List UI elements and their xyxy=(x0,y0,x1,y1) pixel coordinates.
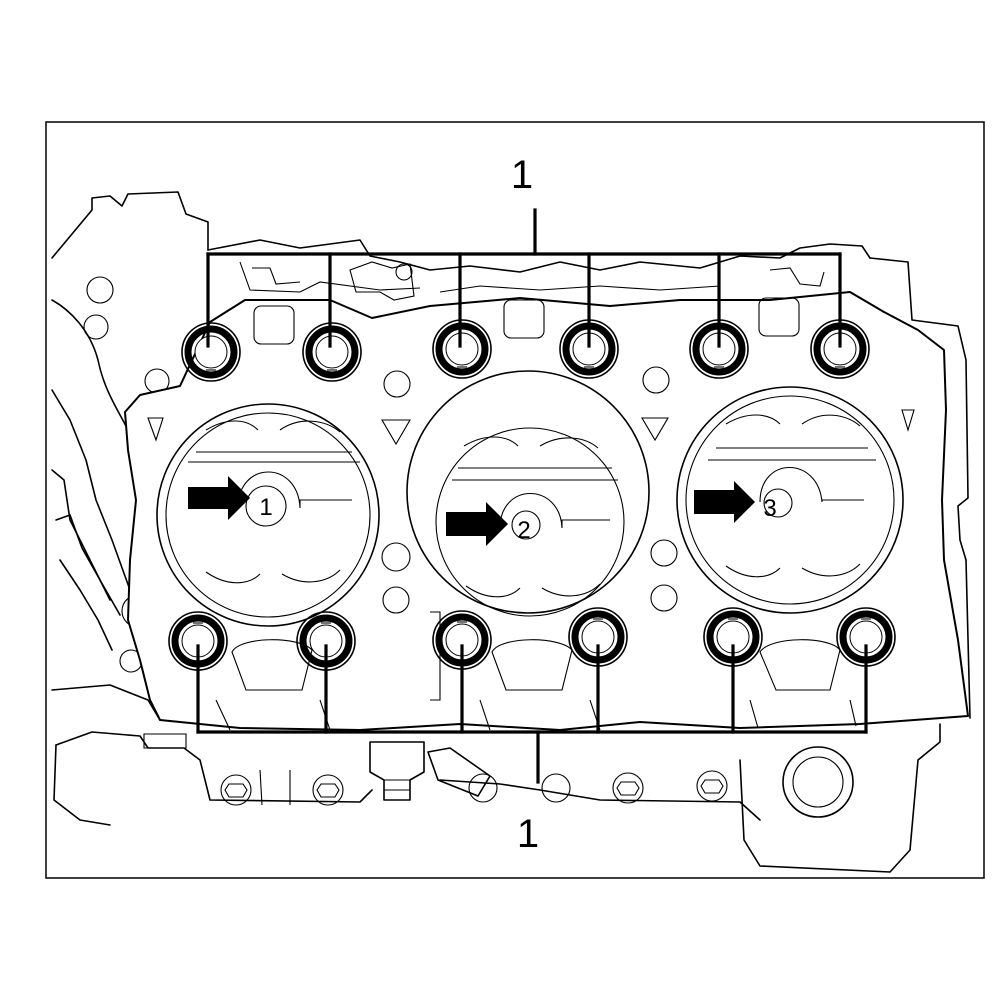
cylinder-1-marker xyxy=(245,485,287,527)
cylinder-3-marker xyxy=(763,488,793,518)
cylinder-bores xyxy=(156,370,904,627)
cylinder-markers xyxy=(245,485,793,540)
callout-leaders-bottom xyxy=(196,644,868,784)
intake-side-head-bolt xyxy=(181,322,241,382)
cylinder-3-arrow xyxy=(694,481,755,523)
cylinder-3 xyxy=(676,386,904,614)
figure-frame xyxy=(45,121,985,879)
cylinder-2 xyxy=(406,370,650,617)
callout-bottom-label: 1 xyxy=(517,812,539,856)
engine-block-outline xyxy=(51,191,971,873)
cylinder-2-arrow xyxy=(446,502,508,546)
cylinder-1-arrow xyxy=(188,476,250,520)
cylinder-3-label: 3 xyxy=(763,495,776,522)
cylinder-1-label: 1 xyxy=(259,494,272,521)
intake-side-head-bolt xyxy=(432,319,492,379)
head-bolts xyxy=(168,319,896,671)
callout-top-label: 1 xyxy=(511,153,533,197)
callout-leaders-top xyxy=(206,208,842,348)
cylinder-arrows xyxy=(188,476,755,546)
cylinder-2-label: 2 xyxy=(517,517,530,544)
cylinder-2-marker xyxy=(511,510,541,540)
intake-side-head-bolt xyxy=(302,322,362,382)
